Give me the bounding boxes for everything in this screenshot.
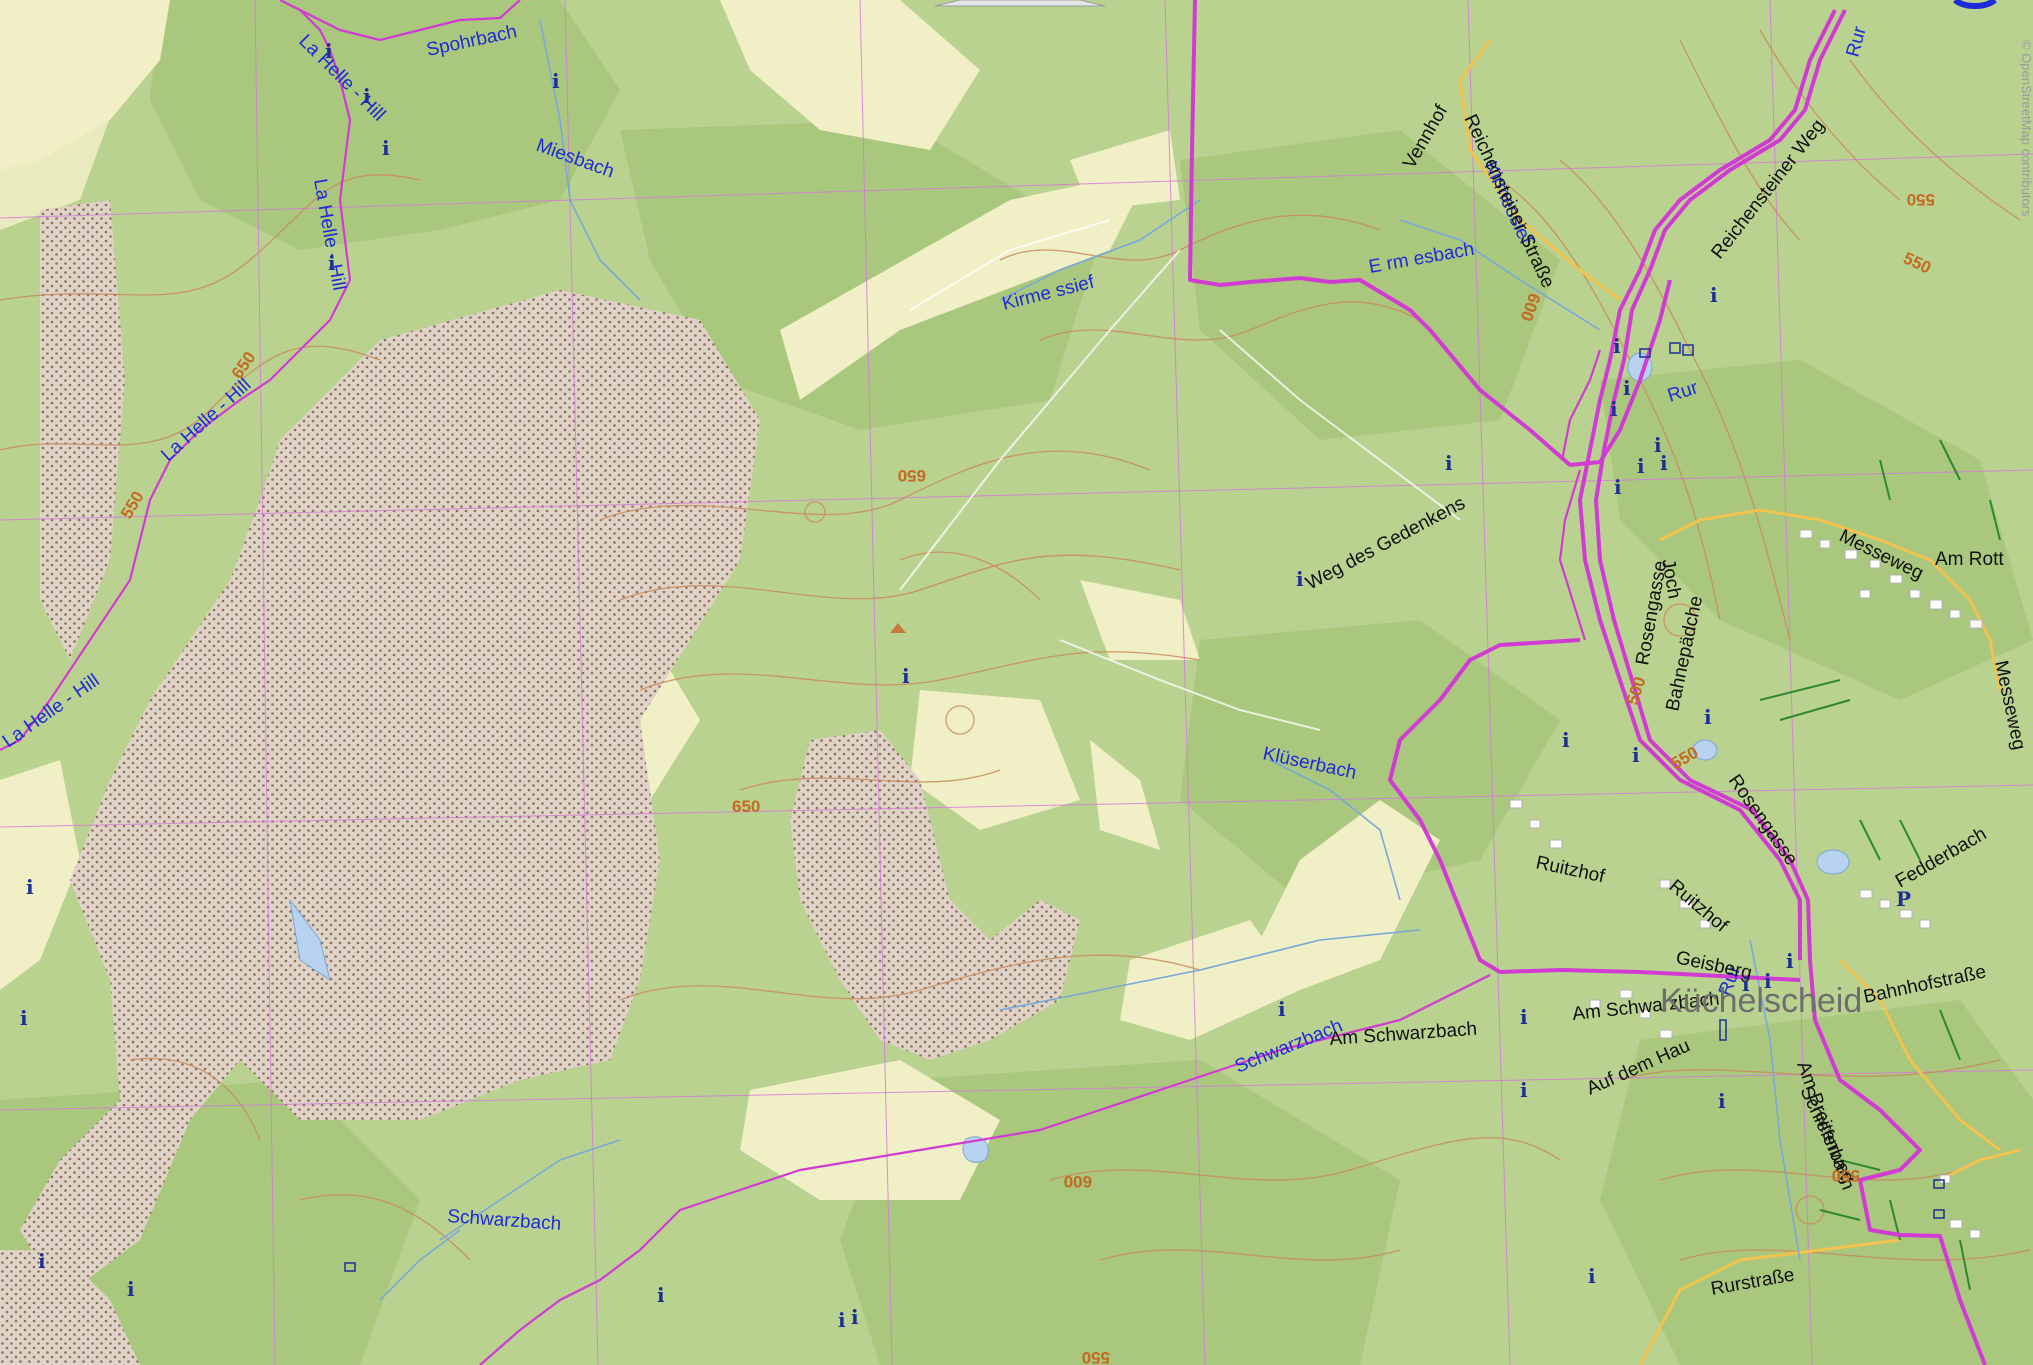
- info-icon: i: [26, 875, 34, 899]
- info-icon: i: [902, 664, 910, 688]
- info-icon: i: [1562, 728, 1570, 752]
- copyright-sidebar: © OpenStreetMap contributors: [2019, 40, 2033, 217]
- village-buildings: [1509, 529, 1983, 1239]
- info-icon: i: [20, 1006, 28, 1030]
- label-am-rott: Am Rott: [1935, 549, 2004, 570]
- info-icon: i: [1520, 1005, 1528, 1029]
- info-icon: i: [1623, 376, 1631, 400]
- info-icon: i: [1614, 475, 1622, 499]
- elevation-label: 650: [732, 797, 760, 816]
- info-icon: i: [127, 1277, 135, 1301]
- info-icon: i: [1588, 1264, 1596, 1288]
- top-tab: [934, 0, 1106, 7]
- info-icon: i: [1786, 949, 1794, 973]
- tracks: [899, 219, 1461, 731]
- label-town-kuchelscheid: Küchelscheid: [1660, 982, 1862, 1020]
- info-icon: i: [382, 136, 390, 160]
- parking-icon: P: [1896, 887, 1911, 911]
- info-icon: i: [1654, 433, 1662, 457]
- info-icon: i: [1296, 567, 1304, 591]
- hedges: [1759, 439, 2001, 1291]
- info-icon: i: [1764, 969, 1772, 993]
- info-icon: i: [1704, 705, 1712, 729]
- info-icon: i: [1637, 454, 1645, 478]
- building-icons: [344, 342, 1945, 1272]
- info-icon: i: [1613, 334, 1621, 358]
- info-icon: i: [1278, 997, 1286, 1021]
- border-lines: [0, 0, 1987, 1365]
- info-icon: i: [1520, 1078, 1528, 1102]
- info-icon: i: [657, 1283, 665, 1307]
- elevation-label: 600: [1064, 1172, 1092, 1191]
- poi-markers[interactable]: i i i i i i i i i i i i i i i i i i i i …: [20, 39, 1911, 1332]
- elevation-label: 550: [1832, 1166, 1860, 1185]
- info-icon: i: [1710, 283, 1718, 307]
- summit-icon: [890, 623, 906, 633]
- info-icon: i: [1742, 972, 1750, 996]
- elevation-label: 550: [1082, 1348, 1110, 1365]
- corner-mark: [1953, 0, 1997, 9]
- info-icon: i: [325, 39, 333, 63]
- info-icon: i: [1610, 397, 1618, 421]
- info-icon: i: [1632, 743, 1640, 767]
- heath-areas: [0, 200, 1080, 1365]
- info-icon: i: [38, 1249, 46, 1273]
- info-icon: i: [363, 84, 371, 108]
- info-icon: i: [1660, 451, 1668, 475]
- info-icon: i: [838, 1308, 846, 1332]
- roads: [1458, 39, 2021, 1365]
- elevation-label: 550: [1907, 190, 1935, 209]
- elevation-label: 650: [898, 466, 926, 485]
- info-icon: i: [328, 251, 336, 275]
- info-icon: i: [1718, 1089, 1726, 1113]
- streams: [379, 19, 1801, 1301]
- info-icon: i: [851, 1305, 859, 1329]
- info-icon: i: [552, 69, 560, 93]
- info-icon: i: [1445, 451, 1453, 475]
